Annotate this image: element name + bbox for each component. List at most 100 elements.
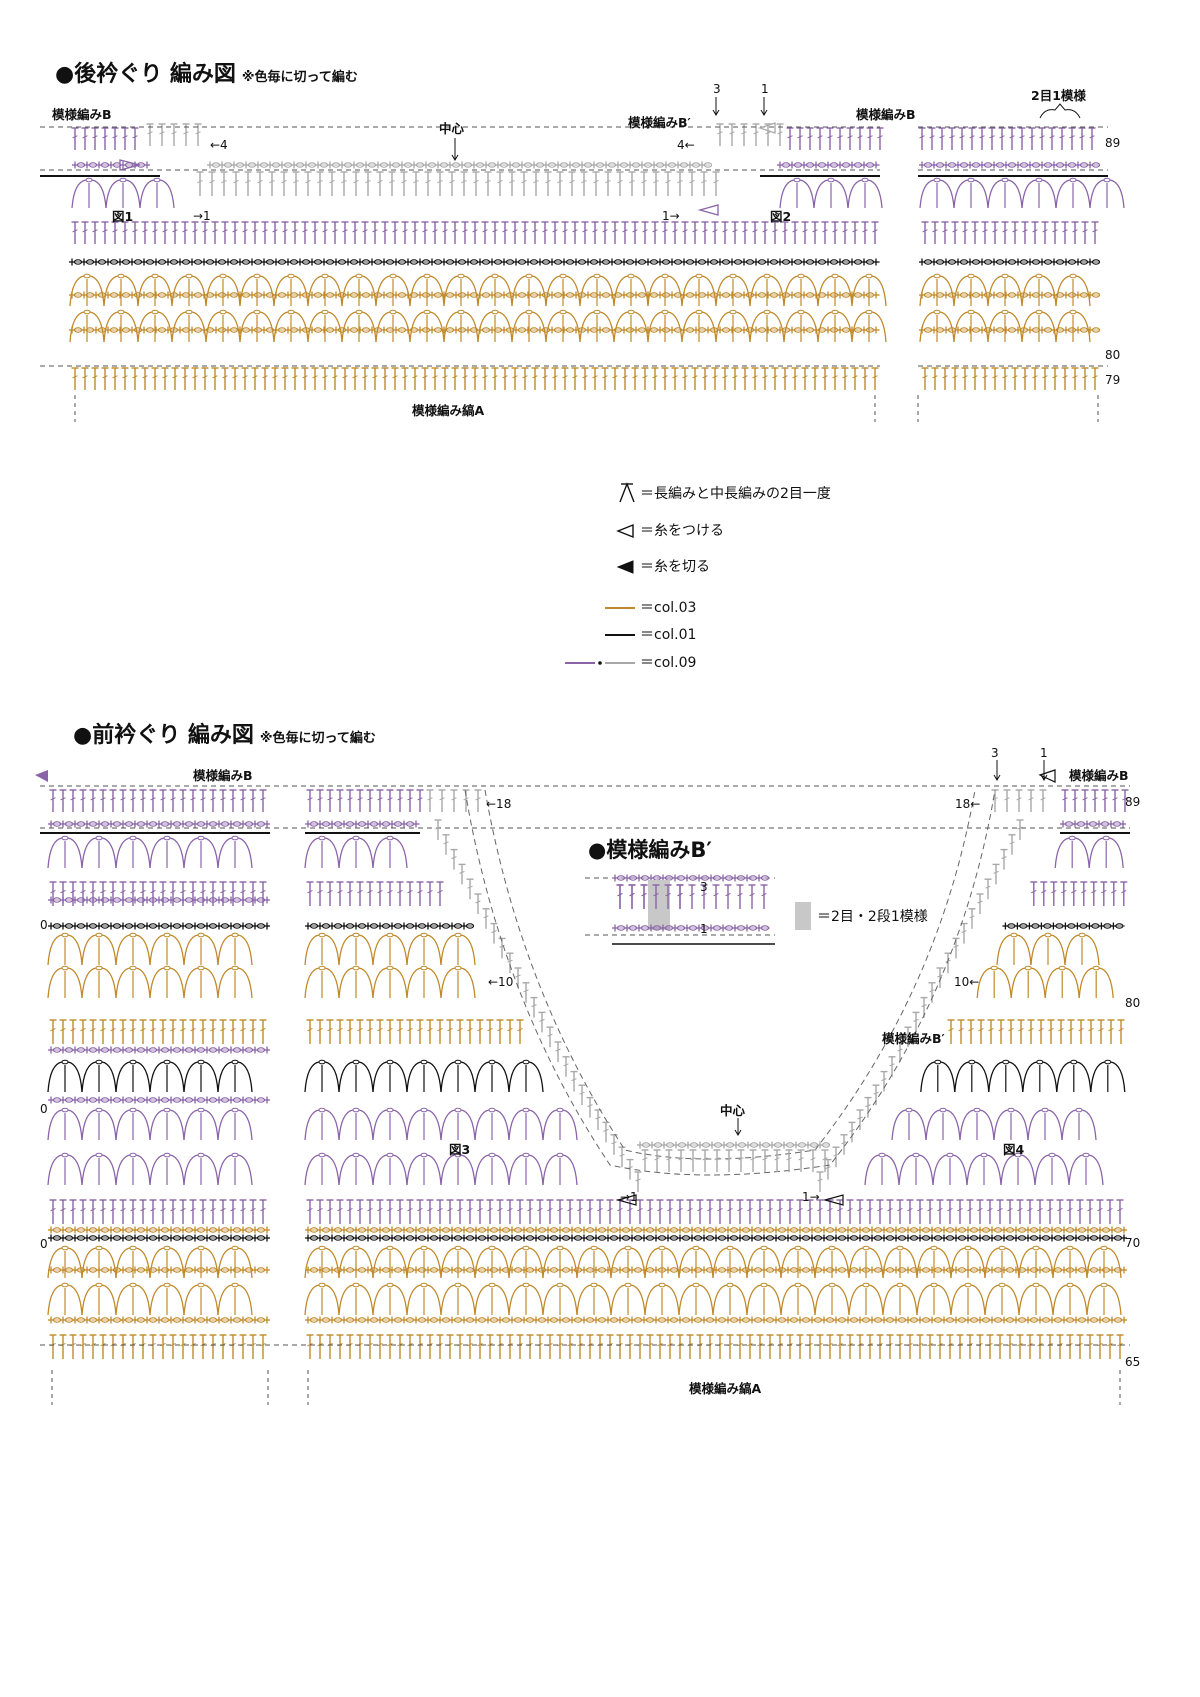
cluster-arc-right [169,837,185,869]
cluster-arc-right [1007,275,1023,307]
dc-stitch-bar [533,179,539,184]
dc-stitch-bar [451,797,457,801]
cluster-arc-left [542,1247,558,1279]
dc-stitch-bar [1062,229,1068,233]
cluster-chain [129,835,137,841]
dc-stitch-bar [1028,1027,1034,1032]
dc-stitch-bar [50,1027,56,1032]
cluster-arc-right [1054,1154,1070,1186]
dc-stitch-bar [432,375,438,379]
cluster-chain [197,1282,205,1288]
dc-stitch-bar [713,179,719,184]
cluster-arc-right [203,837,219,869]
cluster-chain [457,309,465,315]
join-mark [697,204,719,216]
dc-stitch-bar [1038,1027,1044,1032]
cluster-arc-right [358,1154,374,1186]
dc-stitch-bar [722,229,728,233]
dc-stitch-bar [312,375,318,379]
cluster-arc-right [871,311,887,343]
cluster-chain [794,1282,802,1288]
cluster-chain [163,932,171,938]
cluster-chain [318,1152,326,1158]
cluster-arc-right [735,311,751,343]
cluster-chain [163,1059,171,1065]
cluster-chain [153,177,161,183]
cluster-chain [420,1152,428,1158]
cluster-arc-left [338,1109,354,1141]
dc-stitch-bar [160,1027,166,1032]
cluster-chain [1002,1059,1010,1065]
dc-stitch-bar [662,229,668,233]
dc-stitch-bar [862,229,868,233]
cluster-arc-left [171,311,187,343]
dc-stitch-bar [392,229,398,233]
dc-stitch-bar [742,375,748,379]
dc-stitch-bar [387,797,393,801]
cluster-arc-left [183,1154,199,1186]
cluster-arc-left [47,1284,63,1316]
cluster-chain [420,965,428,971]
dc-stitch-bar [732,375,738,379]
cluster-arc-left [678,1284,694,1316]
cluster-arc-right [293,311,309,343]
cluster-arc-right [1072,1284,1088,1316]
dc-stitch-bar [190,889,196,894]
cluster-arc-right [101,1109,117,1141]
dc-stitch-bar [1081,889,1087,894]
dc-stitch-bar [1082,797,1088,801]
cluster-arc-right [701,311,717,343]
cluster-arc-right [1007,179,1023,209]
dc-stitch-bar [487,1027,493,1032]
dc-stitch-bar [1101,889,1107,894]
dc-stitch-bar [452,375,458,379]
cluster-chain [352,1152,360,1158]
cluster-arc-left [542,1284,558,1316]
cluster-arc-left [137,311,153,343]
cluster-arc-left [474,1154,490,1186]
cluster-arc-left [976,967,992,999]
dc-stitch-bar [90,1342,96,1347]
dc-stitch-bar [172,229,178,233]
cluster-arc-left [1086,1284,1102,1316]
dc-stitch-bar [847,135,853,139]
cluster-arc-left [338,967,354,999]
cluster-arc-left [681,311,697,343]
cluster-arc-left [919,179,935,209]
dc-stitch-bar [171,131,177,135]
cluster-arc-right [800,1247,816,1279]
dc-stitch-bar [1061,889,1067,894]
cluster-arc-left [304,1061,320,1093]
cluster-arc-left [1034,1154,1050,1186]
dc-stitch-bar [230,1027,236,1032]
cluster-chain [661,273,669,279]
chain-stitch [703,162,713,168]
dc-stitch-bar [712,229,718,233]
cluster-chain [794,1245,802,1251]
cluster-arc-right [528,1154,544,1186]
cluster-chain [862,1282,870,1288]
dc-stitch-bar [822,229,828,233]
cluster-chain [318,1107,326,1113]
dc-stitch-bar [807,135,813,139]
dc-stitch-bar [952,375,958,379]
cluster-chain [559,309,567,315]
dc-stitch-bar [978,1027,984,1032]
dc-stitch-bar [712,375,718,379]
cluster-chain [318,1059,326,1065]
dc-stitch-bar [462,375,468,379]
cluster-chain [163,1152,171,1158]
cluster-arc-left [409,275,425,307]
dc-stitch-bar [497,1027,503,1032]
cluster-arc-left [891,1109,907,1141]
cluster-arc-right [1020,1154,1036,1186]
dc-stitch-bar [782,229,788,233]
cluster-arc-right [868,1247,884,1279]
dc-stitch-bar [692,229,698,233]
cluster-arc-right [157,275,173,307]
cluster-chain [488,1245,496,1251]
cluster-arc-left [474,1109,490,1141]
dc-stitch-bar [140,797,146,801]
cluster-arc-right [135,1109,151,1141]
cluster-chain [151,273,159,279]
